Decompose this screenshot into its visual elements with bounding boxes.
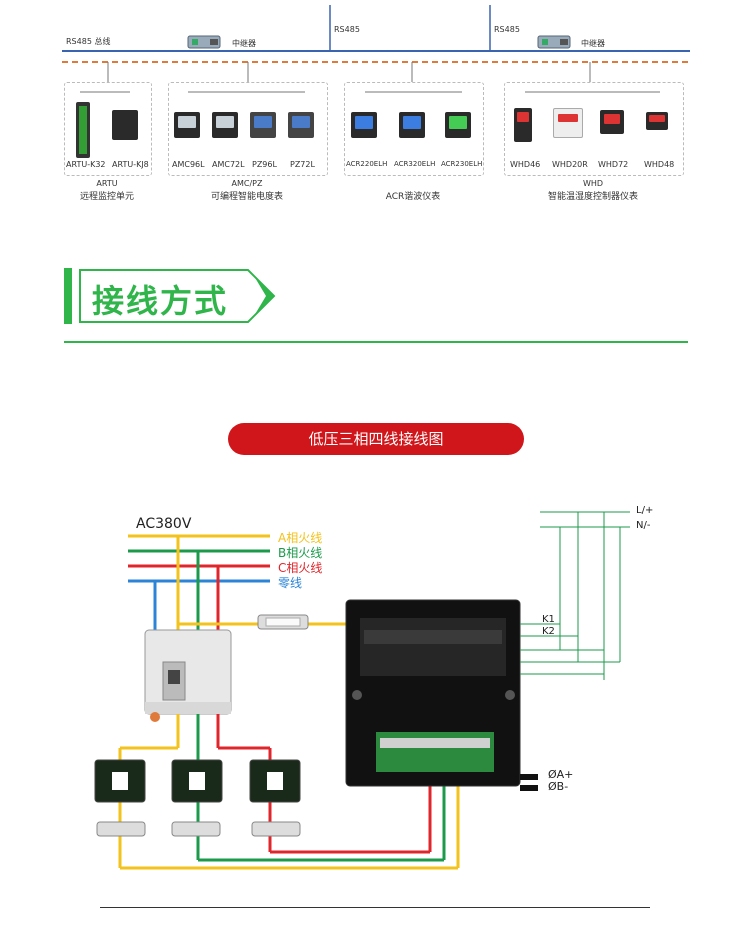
power-n-label: N/- — [636, 520, 651, 531]
device-label: AMC72L — [212, 160, 245, 169]
device-group-artu — [64, 82, 152, 176]
comm-a-label: ØA+ — [548, 768, 574, 781]
device-label: ARTU-K32 — [66, 160, 106, 169]
section-title: 接线方式 — [92, 282, 229, 320]
comm-b-label: ØB- — [548, 780, 569, 793]
rs485-bus-label: RS485 总线 — [66, 37, 111, 46]
pz96l-device-icon — [250, 112, 276, 138]
group-name: 远程监控单元 — [79, 192, 134, 202]
device-label: PZ96L — [252, 160, 277, 169]
section-divider — [64, 341, 688, 343]
artu-kj8-device-icon — [112, 110, 138, 140]
acr220elh-device-icon — [351, 112, 377, 138]
repeater-device-icon — [186, 34, 224, 50]
phase-a-label: A相火线 — [278, 531, 323, 545]
device-label: WHD20R — [552, 160, 588, 169]
artu-k32-device-icon — [76, 102, 90, 158]
device-label: ACR230ELH — [441, 160, 483, 168]
section-accent-bar — [64, 268, 72, 324]
group-code: WHD — [582, 179, 604, 188]
device-group-whd — [504, 82, 684, 176]
group-name: 可编程智能电度表 — [210, 192, 283, 202]
device-label: ARTU-KJ8 — [112, 160, 149, 169]
whd20r-device-icon — [553, 108, 583, 138]
repeater-device-icon — [536, 34, 574, 50]
rs485-label-b: RS485 — [494, 25, 520, 34]
pz72l-device-icon — [288, 112, 314, 138]
device-group-acr — [344, 82, 484, 176]
group-code: ARTU — [96, 179, 118, 188]
device-group-amc-pz — [168, 82, 328, 176]
device-label: AMC96L — [172, 160, 205, 169]
whd46-device-icon — [514, 108, 532, 142]
whd48-device-icon — [646, 112, 668, 130]
phase-b-label: B相火线 — [278, 546, 323, 560]
phase-c-label: C相火线 — [278, 561, 323, 575]
repeater-label-a: 中继器 — [232, 39, 256, 48]
amc72l-device-icon — [212, 112, 238, 138]
power-l-label: L/+ — [636, 505, 654, 516]
group-name: 智能温湿度控制器仪表 — [547, 192, 638, 202]
device-label: WHD72 — [598, 160, 629, 169]
rs485-label-a: RS485 — [334, 25, 360, 34]
device-label: PZ72L — [290, 160, 315, 169]
group-code: AMC/PZ — [231, 179, 263, 188]
repeater-label-b: 中继器 — [581, 39, 605, 48]
network-lines — [62, 5, 690, 93]
relay-k2-label: K2 — [542, 626, 555, 637]
relay-k1-label: K1 — [542, 614, 555, 625]
device-label: ACR220ELH — [346, 160, 388, 168]
wiring-diagram — [94, 511, 630, 870]
amc96l-device-icon — [174, 112, 200, 138]
device-label: WHD48 — [644, 160, 675, 169]
acr230elh-device-icon — [445, 112, 471, 138]
diagram-title: 低压三相四线接线图 — [228, 423, 524, 455]
section-title-frame — [79, 269, 276, 323]
neutral-label: 零线 — [278, 576, 303, 590]
bottom-divider — [100, 907, 650, 908]
group-name: ACR谐波仪表 — [385, 192, 441, 202]
whd72-device-icon — [600, 110, 624, 134]
acr320elh-device-icon — [399, 112, 425, 138]
device-label: WHD46 — [510, 160, 541, 169]
device-label: ACR320ELH — [394, 160, 436, 168]
supply-voltage-label: AC380V — [136, 516, 192, 532]
